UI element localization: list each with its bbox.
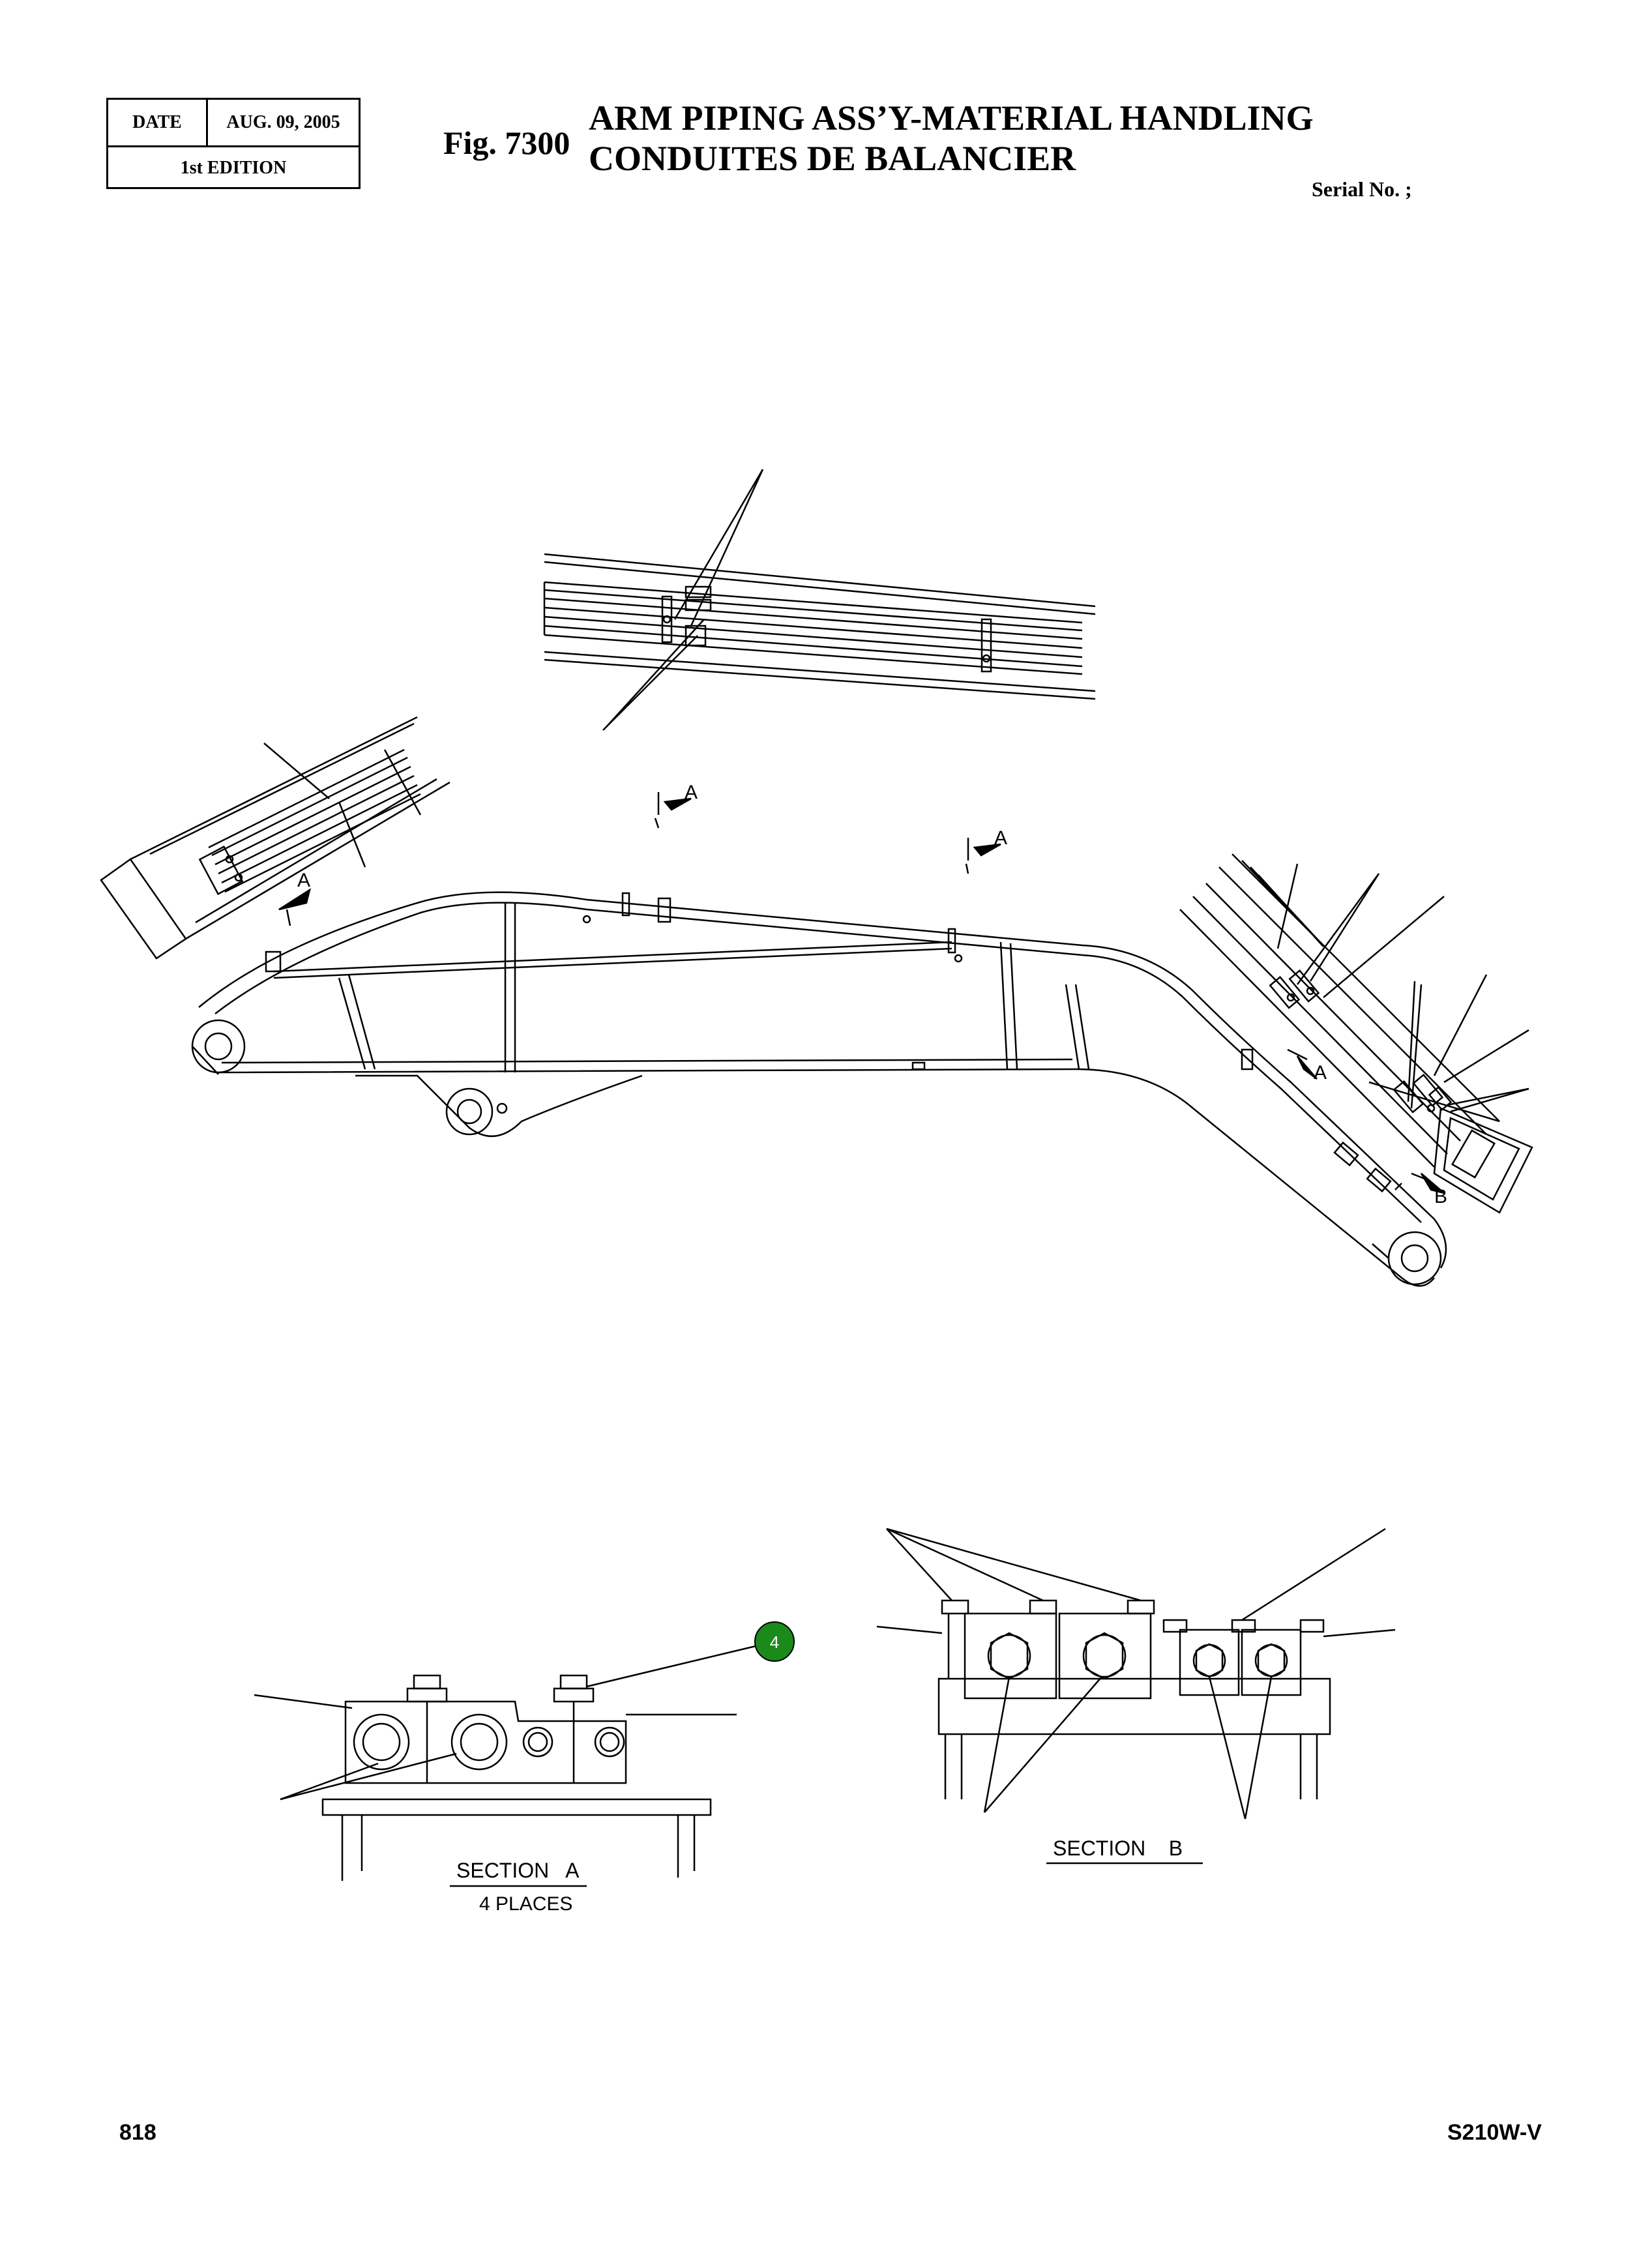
right-pipe-detail: [1179, 853, 1533, 1214]
date-box: DATE AUG. 09, 2005 1st EDITION: [106, 98, 361, 189]
callout-circle: [754, 1621, 795, 1662]
view-marker-a-1: [654, 792, 692, 829]
left-pipe-detail: [100, 716, 450, 960]
view-marker-a-left: [278, 888, 311, 926]
view-label-a-3: A: [1314, 1062, 1327, 1084]
date-row: DATE AUG. 09, 2005: [108, 100, 359, 147]
view-marker-a-3: [1287, 1048, 1318, 1080]
edition-label: 1st EDITION: [180, 158, 287, 178]
callout-number: 4: [770, 1632, 779, 1652]
section-b-drawing: [876, 1527, 1396, 1865]
view-marker-a-2: [965, 838, 1001, 874]
title-english: ARM PIPING ASS’Y-MATERIAL HANDLING: [589, 98, 1314, 138]
section-a-title: SECTION A: [456, 1859, 580, 1882]
date-value: AUG. 09, 2005: [226, 112, 340, 132]
top-pipe-detail: [543, 469, 1096, 731]
view-label-b: B: [1434, 1186, 1447, 1207]
section-b-title: SECTION B: [1053, 1836, 1183, 1860]
view-marker-b: [1394, 1172, 1445, 1194]
view-label-a-1: A: [685, 782, 698, 803]
callout-4: 4: [754, 1621, 795, 1662]
arm-body: [191, 891, 1447, 1287]
date-label: DATE: [108, 100, 208, 145]
page-number: 818: [119, 2120, 156, 2145]
view-label-a-2: A: [994, 827, 1007, 849]
view-label-a-left: A: [297, 870, 310, 891]
serial-number: Serial No. ;: [1312, 177, 1412, 201]
section-a-drawing: [254, 1640, 775, 1887]
title-french: CONDUITES DE BALANCIER: [589, 139, 1076, 178]
model-name: S210W-V: [1447, 2120, 1542, 2145]
section-a-places: 4 PLACES: [479, 1893, 572, 1915]
figure-number: Fig. 7300: [443, 125, 570, 161]
